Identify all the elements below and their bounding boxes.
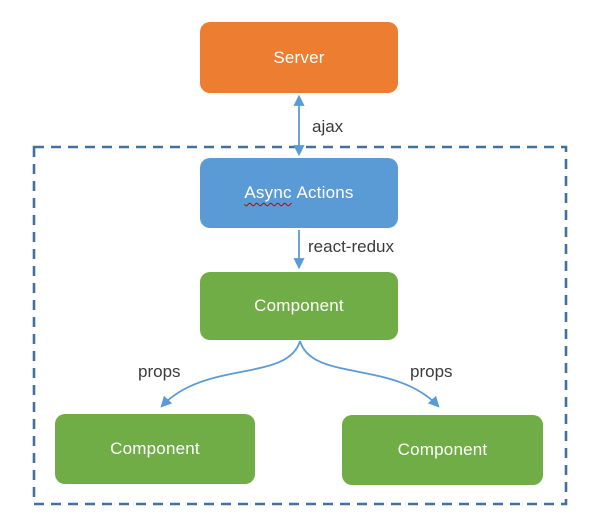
node-async-actions-label: Async Actions: [244, 183, 353, 203]
async-actions-label-rest: Actions: [296, 183, 354, 202]
ajax-edge-label: ajax: [312, 117, 344, 136]
node-component-left-label: Component: [110, 439, 200, 458]
props-right-arrow: [299, 340, 440, 408]
react-redux-edge-label: react-redux: [308, 237, 394, 256]
props-right-edge-label: props: [410, 362, 453, 381]
node-server-label: Server: [273, 47, 325, 67]
node-component-right: Component: [342, 415, 543, 485]
node-async-actions: Async Actions: [200, 158, 398, 228]
store-boundary-dashed-box: [32, 145, 568, 506]
spellcheck-underlined-word: Async: [244, 183, 292, 202]
node-component-left: Component: [55, 414, 255, 484]
props-left-arrow: [160, 340, 301, 408]
props-left-edge-label: props: [138, 362, 181, 381]
node-server: Server: [200, 22, 398, 93]
node-component-right-label: Component: [397, 440, 488, 459]
node-component-middle-label: Component: [254, 296, 344, 315]
node-component-middle: Component: [200, 272, 398, 340]
